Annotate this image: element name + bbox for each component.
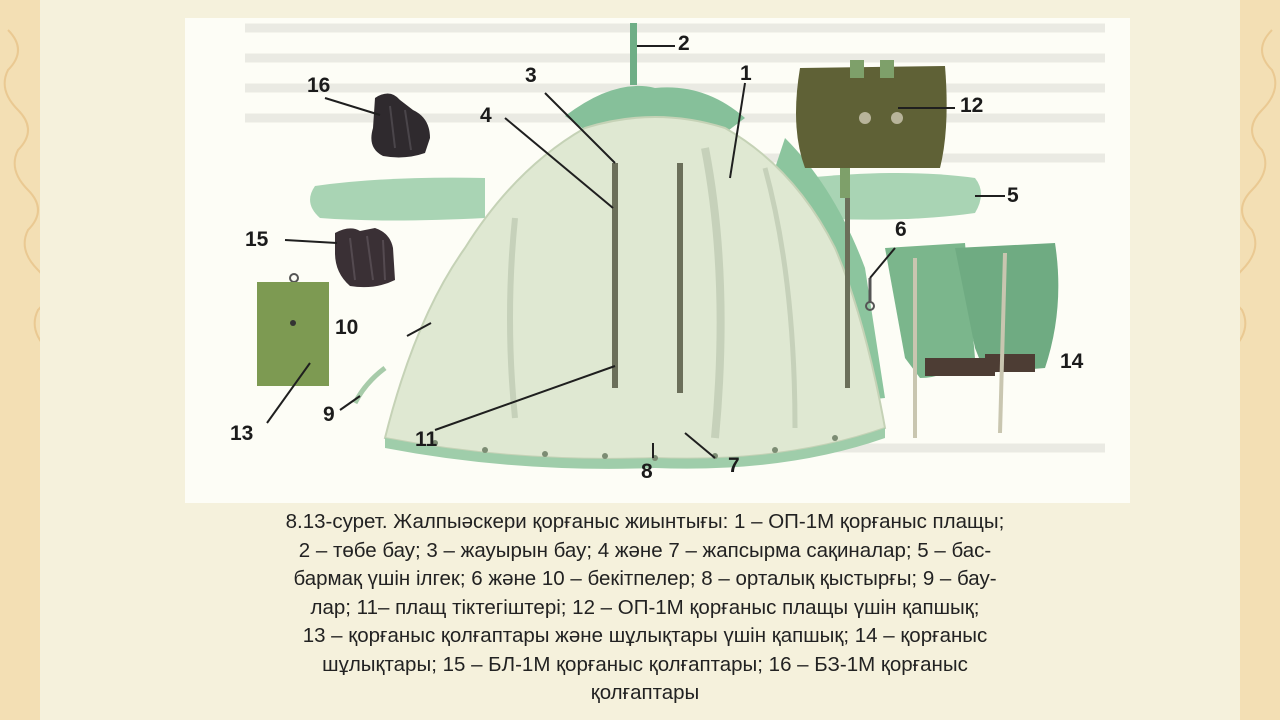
kit-illustration bbox=[245, 23, 1105, 469]
cloak-tightener-strap bbox=[677, 163, 683, 393]
callout-7: 7 bbox=[728, 454, 740, 477]
figure-protective-kit: 1 2 3 4 5 6 7 8 9 10 11 12 13 14 15 16 bbox=[185, 18, 1130, 503]
caption-line: 2 – төбе бау; 3 – жауырын бау; 4 және 7 … bbox=[298, 538, 992, 562]
cloak-left-sleeve bbox=[310, 177, 485, 221]
leader-lines bbox=[266, 45, 1005, 459]
caption-line: бармақ үшін ілгек; 6 және 10 – бекітпеле… bbox=[293, 567, 997, 590]
caption-line: 8.13-сурет. Жалпыәскери қорғаныс жиынтығ… bbox=[285, 510, 1005, 533]
cloak-bag bbox=[796, 60, 947, 198]
callout-5: 5 bbox=[1007, 184, 1019, 207]
callout-2: 2 bbox=[678, 32, 690, 55]
callout-8: 8 bbox=[641, 460, 653, 483]
caption-line: шұлықтары; 15 – БЛ-1М қорғаныс қолғаптар… bbox=[322, 652, 968, 676]
ties bbox=[352, 366, 387, 405]
caption-line: қолғаптары bbox=[590, 681, 700, 704]
protective-stockings bbox=[865, 243, 1059, 438]
gloves-bz-1m bbox=[371, 93, 430, 158]
callout-15: 15 bbox=[245, 228, 269, 251]
callout-9: 9 bbox=[323, 403, 335, 426]
caption-line: 13 – қорғаныс қолғаптары және шұлықтары … bbox=[302, 624, 988, 647]
callout-12: 12 bbox=[960, 94, 984, 117]
callout-16: 16 bbox=[307, 74, 331, 97]
callout-6: 6 bbox=[895, 218, 907, 241]
callout-13: 13 bbox=[230, 422, 254, 445]
side-strap bbox=[845, 188, 850, 388]
top-strap bbox=[630, 23, 637, 85]
figure-caption: 8.13-сурет. Жалпыәскери қорғаныс жиынтығ… bbox=[70, 508, 1220, 708]
gloves-stockings-pouch bbox=[257, 273, 329, 386]
callout-4: 4 bbox=[480, 104, 492, 127]
cloak-tightener-strap bbox=[612, 163, 618, 388]
callout-10: 10 bbox=[335, 316, 359, 339]
callout-1: 1 bbox=[740, 62, 752, 85]
callout-14: 14 bbox=[1060, 350, 1084, 373]
callout-11: 11 bbox=[415, 428, 438, 451]
callout-3: 3 bbox=[525, 64, 537, 87]
gloves-bl-1m bbox=[335, 228, 395, 288]
caption-line: лар; 11– плащ тіктегіштері; 12 – ОП-1М қ… bbox=[310, 595, 980, 619]
